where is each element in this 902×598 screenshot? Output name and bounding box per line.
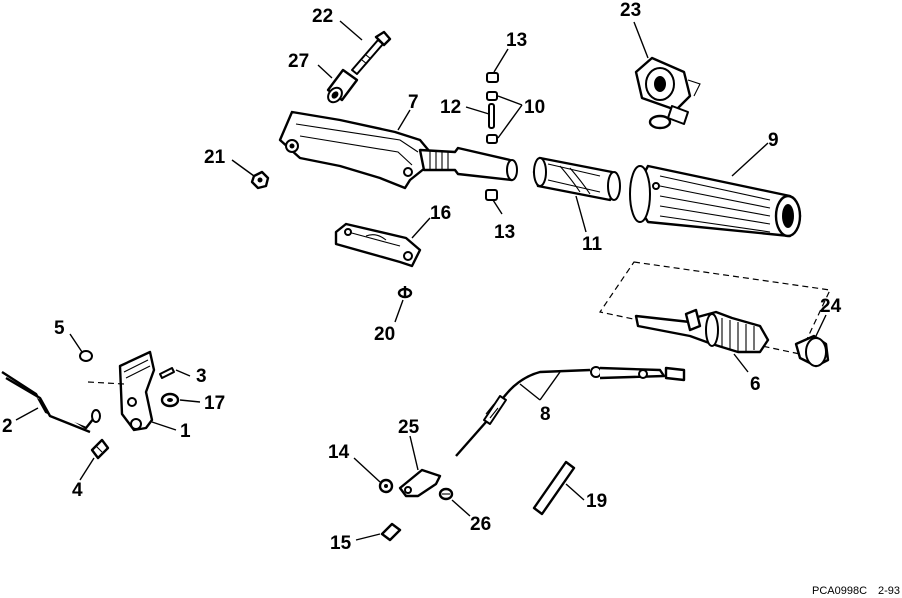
callout-labels: 22 27 13 12 10 7 21 13 11 9 23 16 20 24 … <box>2 0 842 554</box>
callout-16: 16 <box>430 203 451 224</box>
callout-24: 24 <box>820 296 842 317</box>
callout-20: 20 <box>374 324 395 345</box>
callout-13-top: 13 <box>506 30 527 51</box>
part-4-cap <box>90 438 110 460</box>
part-7-handle-arm <box>278 110 518 190</box>
figure-code: PCA0998C <box>812 585 867 597</box>
part-13-upper-nut <box>486 72 499 83</box>
callout-10: 10 <box>524 97 545 118</box>
callout-7: 7 <box>408 92 419 113</box>
part-19-pin <box>532 460 576 516</box>
part-2-shift-rod <box>1 370 101 434</box>
part-17-washer <box>160 392 180 408</box>
callout-5: 5 <box>54 318 65 339</box>
callout-27: 27 <box>288 51 309 72</box>
part-6-throttle-shaft <box>634 308 770 354</box>
callout-8: 8 <box>540 404 551 425</box>
part-8-cable <box>455 366 686 457</box>
part-11-throttle-sleeve <box>532 156 621 202</box>
part-22-bolt <box>351 30 392 75</box>
figure-footer: PCA0998C 2-93 <box>812 585 900 597</box>
callout-6: 6 <box>750 374 761 395</box>
callout-2: 2 <box>2 416 13 437</box>
callout-22: 22 <box>312 6 333 27</box>
part-23-friction-assembly <box>634 56 701 130</box>
part-9-grip <box>629 164 802 238</box>
callout-19: 19 <box>586 491 607 512</box>
callout-23: 23 <box>620 0 641 21</box>
part-25-link <box>398 468 442 498</box>
callout-14: 14 <box>328 442 350 463</box>
callout-17: 17 <box>204 393 225 414</box>
part-27-bushing <box>326 68 359 104</box>
part-21-nut <box>250 170 270 190</box>
callout-4: 4 <box>72 480 83 501</box>
part-1-shift-lever <box>118 350 156 432</box>
callout-25: 25 <box>398 417 420 438</box>
figure-date: 2-93 <box>878 585 900 597</box>
leader-lines <box>15 20 827 541</box>
part-5-washer <box>79 350 93 362</box>
part-26-screw <box>438 487 454 501</box>
callout-11: 11 <box>582 234 603 255</box>
part-24-end-cap <box>794 334 830 368</box>
part-12-pin <box>488 103 495 129</box>
part-16-bracket <box>334 222 422 268</box>
callout-12: 12 <box>440 97 461 118</box>
callout-1: 1 <box>180 421 191 442</box>
callout-15: 15 <box>330 533 352 554</box>
callout-13-bottom: 13 <box>494 222 515 243</box>
callout-26: 26 <box>470 514 491 535</box>
part-20-screw <box>397 286 413 299</box>
part-14-washer <box>378 478 394 494</box>
part-10-nuts <box>486 91 498 144</box>
callout-3: 3 <box>196 366 207 387</box>
callout-9: 9 <box>768 130 779 151</box>
part-3-pin <box>159 367 175 379</box>
assembly-dashed-outline <box>599 261 831 355</box>
part-15-clip <box>380 522 402 542</box>
callout-21: 21 <box>204 147 226 168</box>
part-13-lower-nut <box>485 189 498 201</box>
